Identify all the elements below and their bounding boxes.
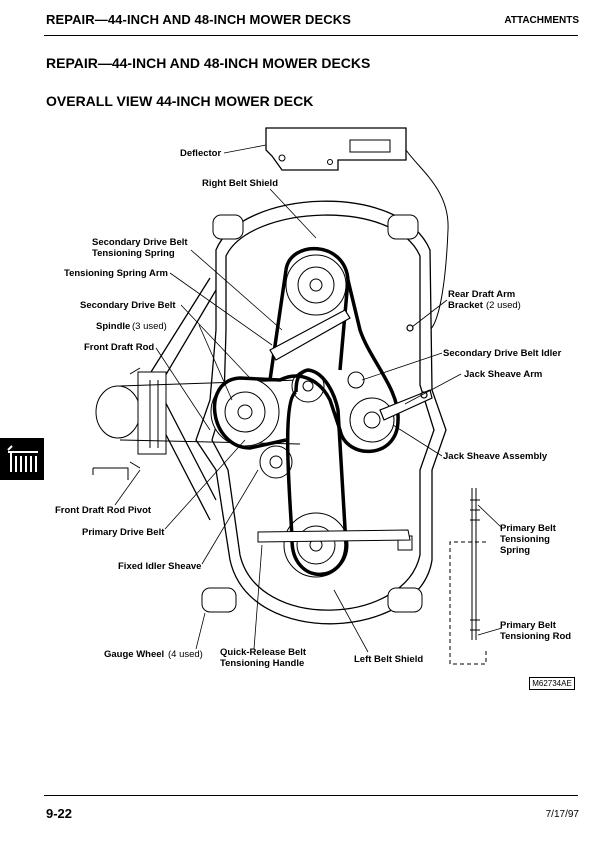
label-secondary-drive-belt: Secondary Drive Belt <box>80 300 176 311</box>
label-jack-sheave-arm: Jack Sheave Arm <box>464 369 542 380</box>
label-primary-belt-rod-1: Primary Belt <box>500 620 557 631</box>
label-front-draft-rod-pivot: Front Draft Rod Pivot <box>55 505 152 516</box>
label-primary-belt-spring-2: Tensioning <box>500 534 550 545</box>
label-tensioning-spring-arm: Tensioning Spring Arm <box>64 268 168 279</box>
label-gauge-wheel-note: (4 used) <box>168 649 203 660</box>
label-spindle-note: (3 used) <box>132 321 167 332</box>
label-gauge-wheel: Gauge Wheel <box>104 649 164 660</box>
section-tab-mower-icon <box>0 438 44 480</box>
label-front-draft-rod: Front Draft Rod <box>84 342 154 353</box>
label-fixed-idler-sheave: Fixed Idler Sheave <box>118 561 201 572</box>
label-right-belt-shield: Right Belt Shield <box>202 178 278 189</box>
front-draft-rod-part <box>92 367 301 480</box>
label-left-belt-shield: Left Belt Shield <box>354 654 423 665</box>
deck-outline <box>145 200 447 625</box>
label-sec-drive-belt-tensioning-spring-1: Secondary Drive Belt <box>92 237 188 248</box>
label-secondary-drive-belt-idler: Secondary Drive Belt Idler <box>443 348 562 359</box>
running-header-title: REPAIR—44-INCH AND 48-INCH MOWER DECKS <box>46 12 351 27</box>
label-spindle: Spindle <box>96 321 130 332</box>
deflector-part <box>265 127 449 331</box>
label-primary-belt-spring-3: Spring <box>500 545 530 556</box>
header-rule <box>44 35 578 36</box>
label-rear-draft-arm-2: Bracket <box>448 300 484 311</box>
label-primary-belt-spring-1: Primary Belt <box>500 523 557 534</box>
label-primary-drive-belt: Primary Drive Belt <box>82 527 165 538</box>
leader-lines <box>114 144 503 653</box>
figure-id: M62734AE <box>529 677 575 690</box>
label-jack-sheave-assembly: Jack Sheave Assembly <box>443 451 548 462</box>
label-sec-drive-belt-tensioning-spring-2: Tensioning Spring <box>92 248 175 259</box>
label-quick-release-1: Quick-Release Belt <box>220 647 307 658</box>
label-rear-draft-arm-note: (2 used) <box>486 300 521 311</box>
label-deflector: Deflector <box>180 148 221 159</box>
revision-date: 7/17/97 <box>545 809 579 820</box>
label-primary-belt-rod-2: Tensioning Rod <box>500 631 571 642</box>
spindle-pulleys <box>210 254 395 578</box>
running-header-category: ATTACHMENTS <box>504 15 579 26</box>
footer-rule <box>44 795 578 796</box>
belts <box>212 247 400 577</box>
label-rear-draft-arm-1: Rear Draft Arm <box>448 289 515 300</box>
label-quick-release-2: Tensioning Handle <box>220 658 304 669</box>
page-number: 9-22 <box>46 806 73 821</box>
page-heading: REPAIR—44-INCH AND 48-INCH MOWER DECKS <box>46 55 371 71</box>
page-subheading: OVERALL VIEW 44-INCH MOWER DECK <box>46 93 314 109</box>
